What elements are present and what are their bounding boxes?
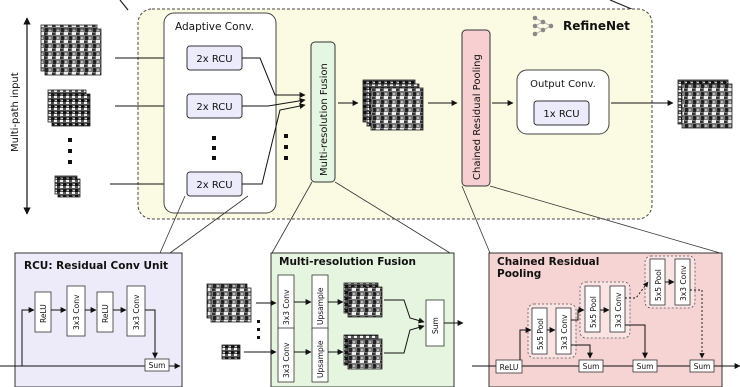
rcu-panel-title: RCU: Residual Conv Unit (24, 260, 168, 272)
crp-sum-2 (632, 359, 658, 373)
output-image (677, 79, 733, 129)
network-logo-icon (532, 15, 554, 37)
rcu-dots (212, 136, 216, 160)
fusion-upsample-2 (311, 327, 329, 383)
rcu-relu-1-label: ReLU (39, 304, 48, 323)
fusion-upsample-1-label: Upsample (316, 287, 325, 325)
crp-conv-1-label: 3x3 Conv (560, 314, 569, 350)
output-rcu-label: 1x RCU (543, 109, 579, 120)
rcu-sum-label: Sum (149, 361, 166, 370)
fusion-box[interactable] (310, 41, 336, 183)
fusion-upsample-2-label: Upsample (316, 340, 325, 378)
input-image-small (54, 175, 81, 198)
crp-panel-title-line1: Chained Residual (497, 256, 599, 268)
crp-sum-3 (689, 359, 715, 373)
crp-relu (495, 359, 523, 374)
fusion-input-image-small (221, 344, 241, 360)
rcu-conv-2-label: 3x3 Conv (132, 294, 141, 330)
input-image-large (40, 24, 102, 76)
crp-sum-1-label: Sum (583, 362, 600, 371)
rcu-relu-2 (96, 291, 114, 333)
crp-conv-3-label: 3x3 Conv (679, 265, 688, 301)
crp-sum-1 (578, 359, 604, 373)
output-rcu-block[interactable] (533, 100, 590, 126)
rcu-block-3-label: 2x RCU (196, 180, 232, 191)
crp-conv-3 (674, 258, 691, 306)
rcu-block-2-label: 2x RCU (196, 102, 232, 113)
crp-box[interactable] (461, 29, 491, 187)
multipath-input-label: Multi-path input (10, 72, 21, 152)
input-image-medium (47, 89, 91, 127)
rcu-relu-1 (34, 291, 52, 333)
crp-pool-1-label: 5x5 Pool (536, 318, 545, 350)
rcu-conv-2 (126, 285, 146, 337)
rcu-relu-2-label: ReLU (101, 304, 110, 323)
fusion-feature-image-1 (343, 282, 383, 318)
intermediate-feature-image (362, 79, 424, 131)
rcu-block-1-label: 2x RCU (196, 54, 232, 65)
crp-panel-title-line2: Pooling (497, 268, 541, 280)
adaptive-conv-title: Adaptive Conv. (175, 21, 254, 33)
rcu-sum (144, 358, 170, 372)
fusion-panel-title: Multi-resolution Fusion (279, 256, 416, 268)
fusion-conv-2 (277, 327, 295, 383)
crp-sum-3-label: Sum (694, 362, 711, 371)
fusion-box-label: Multi-resolution Fusion (319, 63, 330, 176)
fusion-feature-image-2 (343, 334, 383, 370)
crp-relu-label: ReLU (500, 363, 519, 372)
crp-sum-2-label: Sum (637, 362, 654, 371)
crp-pool-1 (531, 307, 548, 355)
fusion-conv-2-label: 3x3 Conv (282, 342, 291, 378)
fusion-input-image-large (206, 283, 252, 323)
crp-conv-2-label: 3x3 Conv (614, 292, 623, 328)
crp-pool-3-label: 5x5 Pool (654, 269, 663, 301)
fusion-sum-label: Sum (431, 317, 440, 334)
fusion-conv-1-label: 3x3 Conv (282, 289, 291, 325)
crp-pool-2 (584, 285, 601, 333)
crp-conv-2 (609, 285, 626, 333)
input-dots (68, 138, 72, 164)
fusion-input-dots (284, 134, 288, 160)
crp-pool-2-label: 5x5 Pool (589, 296, 598, 328)
fusion-input-dots (257, 320, 260, 339)
crp-conv-1 (555, 307, 572, 355)
rcu-conv-1 (66, 285, 86, 337)
brand-title: RefineNet (563, 19, 630, 33)
rcu-conv-1-label: 3x3 Conv (72, 294, 81, 330)
output-conv-title: Output Conv. (530, 79, 596, 90)
crp-box-label: Chained Residual Pooling (472, 54, 483, 180)
